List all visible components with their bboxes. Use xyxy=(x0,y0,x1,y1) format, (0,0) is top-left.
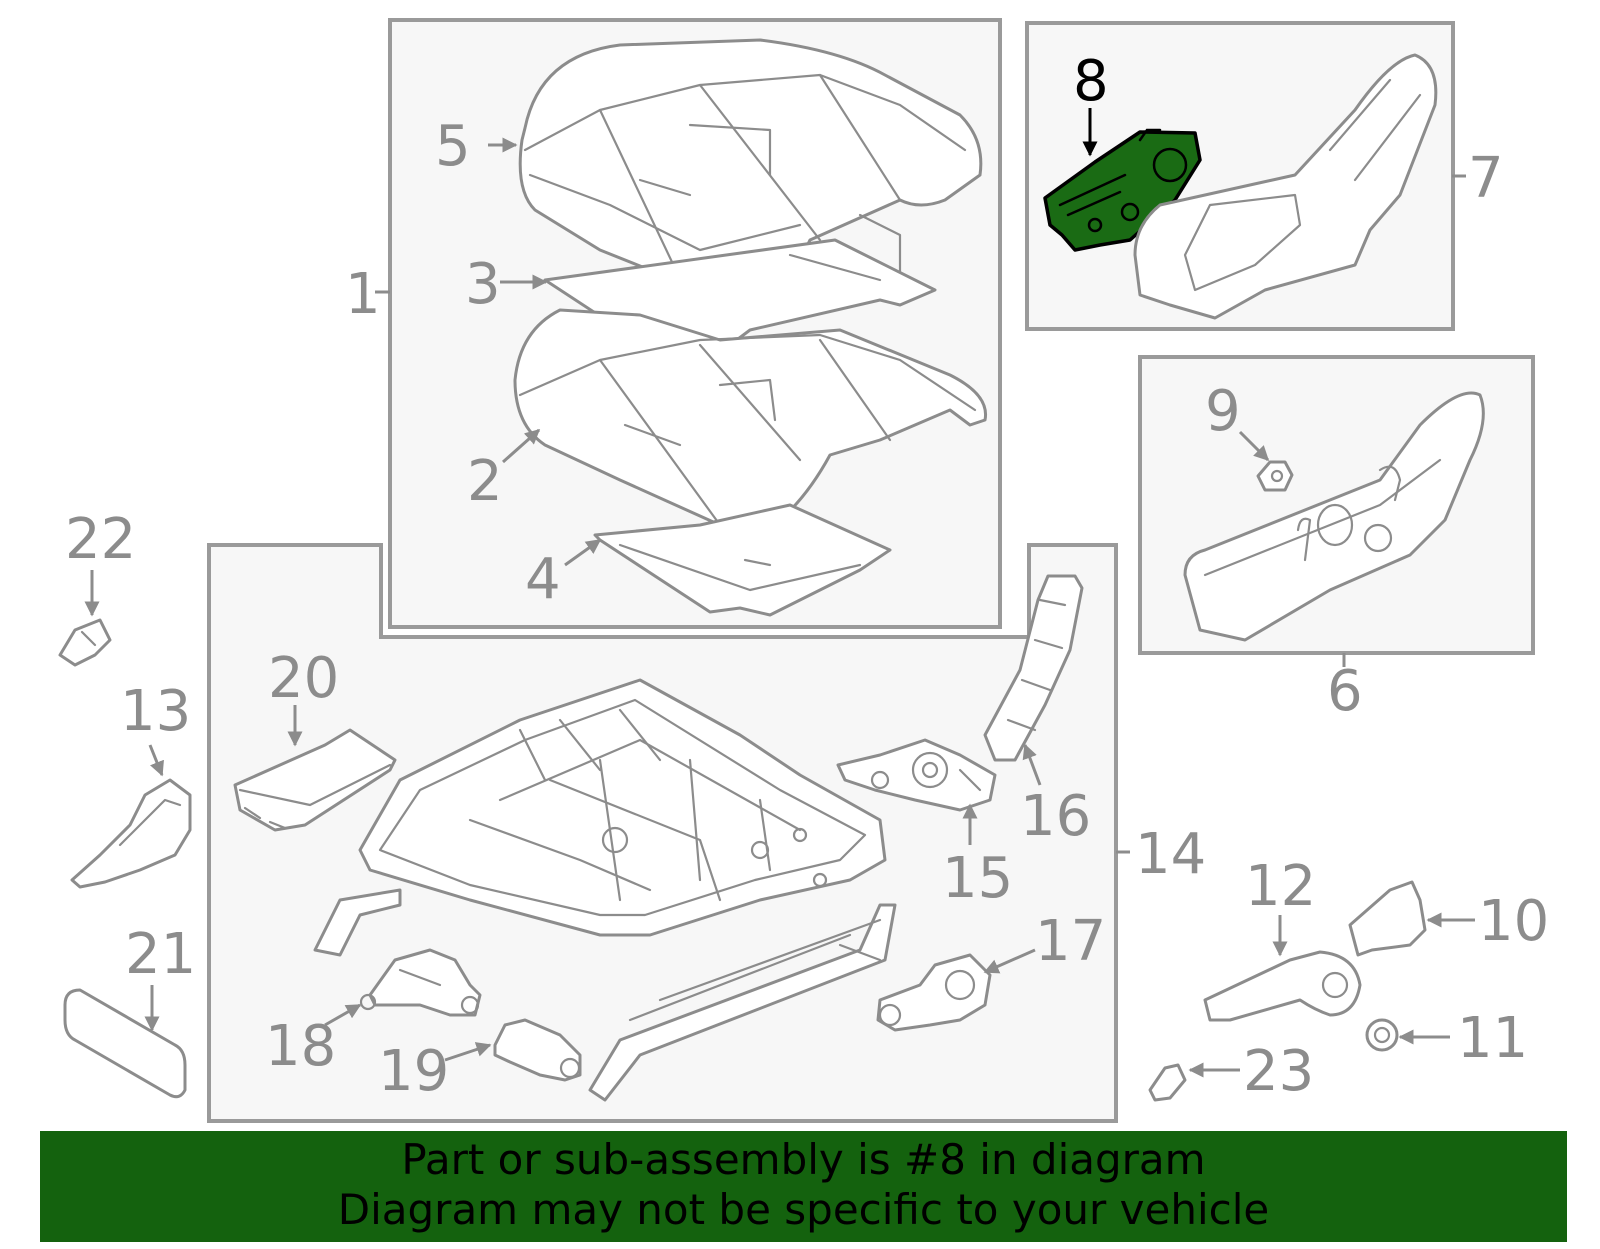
part-21-pad xyxy=(63,988,187,1099)
part-7-outer-shield xyxy=(1133,53,1438,320)
part-18-motor xyxy=(359,948,482,1017)
part-13-cover xyxy=(70,778,192,889)
callout-8: 8 xyxy=(1073,49,1109,114)
callout-9: 9 xyxy=(1205,379,1241,444)
part-6-inner-shield xyxy=(1183,391,1485,642)
callout-2: 2 xyxy=(467,449,503,514)
callout-23: 23 xyxy=(1243,1039,1314,1104)
callout-1: 1 xyxy=(345,262,381,327)
banner-line-1: Part or sub-assembly is #8 in diagram xyxy=(401,1135,1206,1184)
leader-19 xyxy=(444,1042,492,1062)
part-5-cushion-cover xyxy=(518,38,983,303)
callout-11: 11 xyxy=(1457,1006,1528,1071)
part-17-motor xyxy=(876,953,992,1032)
part-11-clip xyxy=(1365,1018,1399,1052)
leader-4 xyxy=(564,538,602,567)
callout-12: 12 xyxy=(1245,854,1316,919)
part-2-cushion-pad xyxy=(513,308,988,540)
info-banner: Part or sub-assembly is #8 in diagram Di… xyxy=(40,1131,1567,1242)
leader-18 xyxy=(324,1003,362,1027)
callout-3: 3 xyxy=(465,252,501,317)
callout-5: 5 xyxy=(435,114,471,179)
part-14-seat-frame xyxy=(313,678,897,1102)
part-12-handle xyxy=(1203,950,1362,1022)
callout-10: 10 xyxy=(1478,889,1549,954)
leader-2 xyxy=(502,428,541,464)
part-4-board xyxy=(593,503,892,617)
part-23-clip xyxy=(1148,1063,1187,1102)
callout-16: 16 xyxy=(1020,784,1091,849)
part-19-motor xyxy=(493,1018,582,1082)
leader-17 xyxy=(983,948,1036,974)
part-15-mechanism xyxy=(836,738,997,812)
part-9-clip xyxy=(1256,460,1294,492)
callout-19: 19 xyxy=(378,1039,449,1104)
callout-20: 20 xyxy=(268,646,339,711)
callout-17: 17 xyxy=(1035,909,1106,974)
callout-14: 14 xyxy=(1135,822,1206,887)
callout-22: 22 xyxy=(65,507,136,572)
leader-9 xyxy=(1238,430,1270,462)
part-16-rail xyxy=(983,574,1084,762)
callout-15: 15 xyxy=(942,846,1013,911)
callout-7: 7 xyxy=(1468,146,1504,211)
callout-13: 13 xyxy=(120,679,191,744)
part-22-clip xyxy=(58,618,112,667)
callout-21: 21 xyxy=(125,922,196,987)
callout-6: 6 xyxy=(1327,659,1363,724)
callout-18: 18 xyxy=(265,1014,336,1079)
part-10-cover xyxy=(1348,880,1427,957)
part-20-module xyxy=(233,728,397,832)
leader-16 xyxy=(1022,743,1042,786)
leader-13 xyxy=(148,744,164,777)
banner-line-2: Diagram may not be specific to your vehi… xyxy=(337,1185,1270,1234)
callout-4: 4 xyxy=(525,547,561,612)
